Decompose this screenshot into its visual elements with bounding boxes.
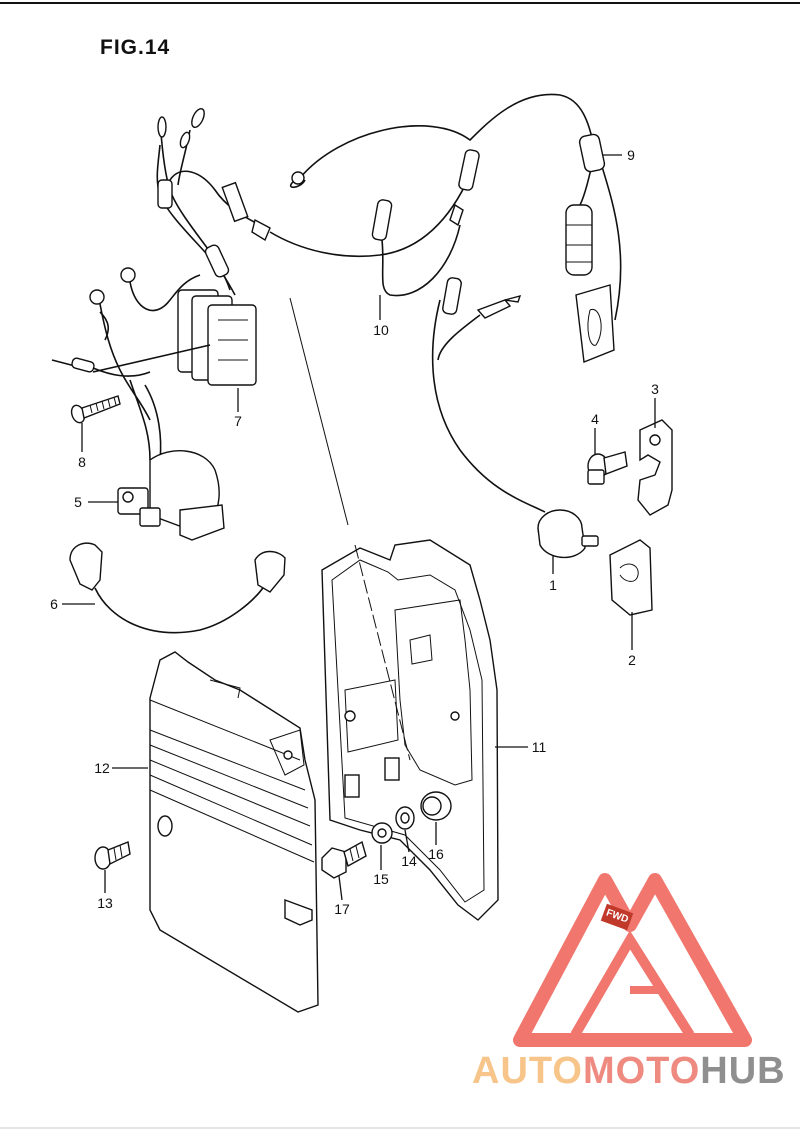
leader-line-7-11: [289, 297, 349, 526]
part-8-screw: [70, 395, 121, 424]
watermark-part-moto: MOTO: [582, 1050, 701, 1092]
part-16-grommet: [420, 791, 452, 821]
wire-harness-10: [169, 93, 596, 297]
part-4-bolt: [587, 451, 628, 485]
part-7-rectifier: [177, 289, 257, 386]
part-2-bracket: [609, 539, 653, 616]
part-3-bracket: [637, 419, 673, 516]
callout-10: 10: [373, 322, 389, 338]
figure-title: FIG.14: [100, 36, 171, 59]
callout-12: 12: [94, 760, 110, 776]
callout-6: 6: [50, 596, 58, 612]
part-17-bolt: [321, 840, 367, 879]
callout-4: 4: [591, 411, 599, 427]
part-14-collar: [395, 806, 415, 830]
callout-1: 1: [549, 577, 557, 593]
part-15-washer: [371, 822, 393, 844]
callout-labels: 1 2 3 4 5 6 7 8 9 10 11 12 13 14 15 16 1…: [50, 147, 659, 917]
watermark-part-auto: AUTO: [472, 1050, 583, 1092]
part-6-lead-wire: [69, 542, 286, 634]
ground-leads: [89, 267, 201, 421]
part-13-screw: [94, 841, 131, 870]
callout-14: 14: [401, 853, 417, 869]
callout-3: 3: [651, 381, 659, 397]
callout-8: 8: [78, 454, 86, 470]
callout-leaders: [62, 154, 656, 901]
callout-7: 7: [234, 413, 242, 429]
leader-line-7-11-b: [354, 544, 411, 761]
bullet-connector-left: [51, 344, 211, 377]
callout-2: 2: [628, 652, 636, 668]
callout-11: 11: [532, 739, 547, 755]
part-9-switch: [565, 133, 622, 363]
part-1-sensor: [431, 277, 599, 559]
callout-17: 17: [334, 901, 350, 917]
part-5-starter-relay: [117, 379, 225, 541]
watermark-logo: [513, 873, 752, 1047]
part-12-cdi-unit: [149, 651, 319, 1013]
callout-13: 13: [97, 895, 113, 911]
connector-leads-top-left: [156, 107, 236, 296]
callout-9: 9: [627, 147, 635, 163]
watermark-text: AUTOMOTOHUB: [472, 1050, 786, 1093]
callout-15: 15: [373, 871, 389, 887]
watermark-part-hub: HUB: [700, 1050, 786, 1092]
callout-5: 5: [74, 494, 82, 510]
callout-16: 16: [428, 846, 444, 862]
